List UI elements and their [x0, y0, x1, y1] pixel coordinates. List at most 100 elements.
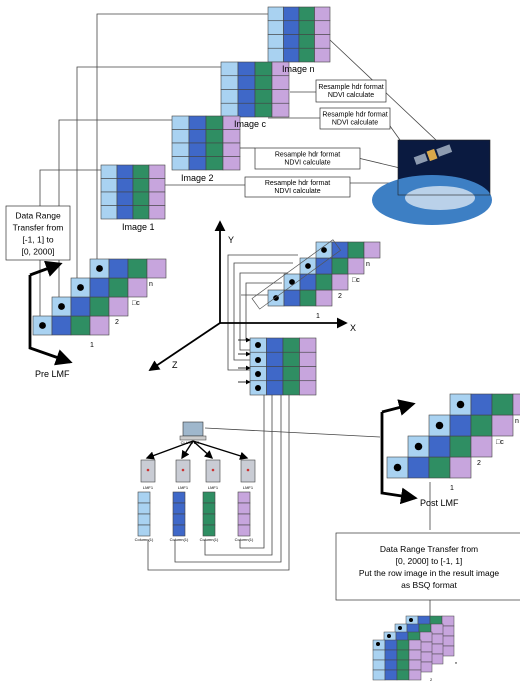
- stack-cell: [127, 258, 148, 279]
- result-label-n: n: [455, 660, 457, 665]
- stack-cell: [146, 258, 167, 279]
- grid-cell: [283, 47, 300, 63]
- stack-label-n: n: [366, 261, 370, 268]
- stack-label-n: n: [515, 418, 519, 425]
- marker-dot: [58, 303, 65, 310]
- stack-cell: [331, 273, 349, 291]
- stack-cell: [491, 393, 514, 416]
- grid-cell: [188, 129, 207, 144]
- grid-cell: [116, 178, 134, 193]
- result-cell: [430, 633, 444, 645]
- grid-cell: [205, 156, 224, 171]
- stack-cell: [127, 277, 148, 298]
- server-led: [211, 468, 215, 472]
- grid-cell: [266, 337, 284, 353]
- post-transfer-box: Data Range Transfer from[0, 2000] to [-1…: [335, 532, 520, 601]
- stack-cell: [51, 315, 72, 336]
- marker-dot: [289, 279, 295, 285]
- marker-dot: [456, 400, 465, 409]
- column-cell: [237, 524, 251, 537]
- grid-cell: [148, 205, 166, 220]
- stack-cell: [315, 273, 333, 291]
- grid-cell: [314, 34, 331, 49]
- result-cell: [384, 639, 398, 651]
- box-frame: [244, 176, 351, 198]
- marker-dot: [96, 265, 103, 272]
- grid-cell: [205, 129, 224, 144]
- grid-cell: [188, 115, 207, 130]
- grid-cell: [132, 205, 150, 220]
- grid-cell: [254, 102, 273, 118]
- grid-cell: [205, 115, 224, 130]
- result-cell: [441, 635, 455, 647]
- grid-cell: [132, 191, 150, 206]
- post-lmf-arrow-top: [381, 399, 416, 416]
- result-cell: [372, 649, 386, 661]
- stack-label-c: □c: [352, 277, 360, 284]
- grid-cell: [116, 205, 134, 220]
- box-frame: [319, 107, 391, 130]
- result-cell: [419, 641, 433, 653]
- post-lmf-label: Post LMF: [420, 498, 459, 508]
- stack-cell: [347, 241, 365, 259]
- grid-cell: [100, 164, 118, 179]
- column-cell: [137, 502, 151, 515]
- stack-label-1: 1: [450, 485, 454, 492]
- post-lmf-arrow: [380, 412, 418, 505]
- box-line: NDVI calculate: [332, 120, 378, 127]
- marker-dot: [409, 618, 413, 622]
- grid-cell: [188, 156, 207, 171]
- box-line: [0, 2000]: [21, 246, 54, 256]
- column-cell: [172, 491, 186, 504]
- grid-cell: [298, 20, 315, 35]
- stack-cell: [470, 414, 493, 437]
- grid-cell: [222, 129, 241, 144]
- column-cell: [172, 502, 186, 515]
- stack-label-2: 2: [477, 460, 481, 467]
- grid-cell: [188, 142, 207, 157]
- stack-label-2: 2: [338, 293, 342, 300]
- result-cell: [430, 643, 444, 655]
- box-line: NDVI calculate: [328, 92, 374, 99]
- stack-cell: [299, 289, 317, 307]
- column-cell: [202, 491, 216, 504]
- axis-label-y: Y: [228, 235, 234, 245]
- server-led: [246, 468, 250, 472]
- server-name: LMF1: [178, 485, 189, 490]
- grid-cell: [314, 20, 331, 35]
- label-image-n: Image n: [282, 64, 315, 74]
- stack-label-2: 2: [115, 319, 119, 326]
- stack-label-c: □c: [132, 300, 140, 307]
- grid-cell: [100, 205, 118, 220]
- marker-dot: [321, 247, 327, 253]
- grid-cell: [171, 142, 190, 157]
- grid-cell: [298, 47, 315, 63]
- server-led: [181, 468, 185, 472]
- grid-cell: [220, 89, 239, 104]
- box-line: as BSQ format: [401, 580, 457, 590]
- grid-cell: [267, 20, 284, 35]
- box-line: NDVI calculate: [274, 188, 320, 195]
- result-cell: [396, 659, 410, 671]
- result-cell: [441, 615, 455, 627]
- stack-cell: [512, 393, 520, 416]
- pre-lmf-label: Pre LMF: [35, 369, 70, 379]
- marker-dot: [305, 263, 311, 269]
- result-cell: [372, 659, 386, 671]
- stack-cell: [470, 435, 493, 458]
- stack-label-1: 1: [316, 313, 320, 320]
- grid-cell: [100, 191, 118, 206]
- grid-cell: [237, 102, 256, 118]
- grid-cell: [282, 380, 300, 396]
- satellite-image: [372, 139, 492, 225]
- stack-cell: [363, 241, 381, 259]
- grid-cell: [220, 75, 239, 90]
- grid-cell: [267, 34, 284, 49]
